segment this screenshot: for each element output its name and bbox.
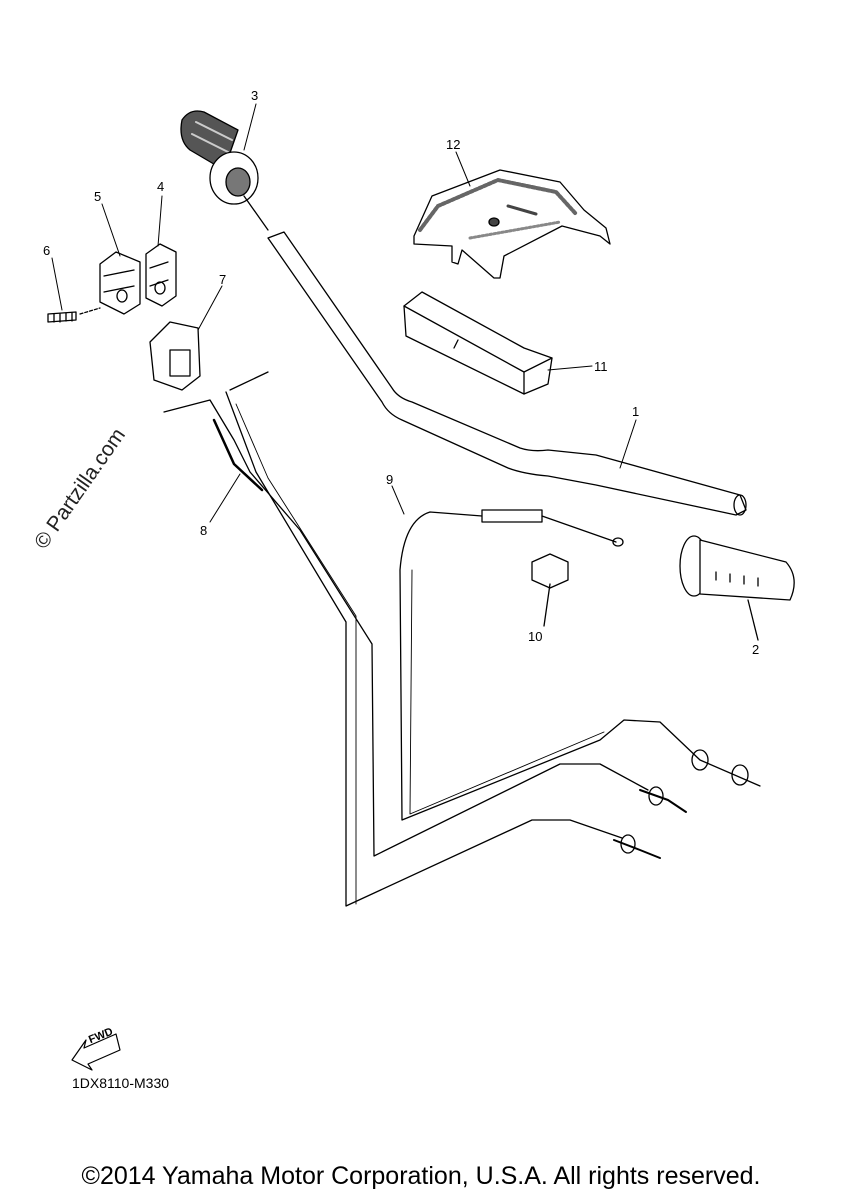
callout-10: 10 — [528, 629, 543, 644]
callout-8: 8 — [200, 523, 208, 538]
handlebar-pad-part-11 — [403, 291, 553, 395]
callout-7: 7 — [219, 272, 227, 287]
diagram-code: 1DX8110-M330 — [72, 1075, 170, 1091]
handlebar-cover-part-12 — [413, 169, 611, 279]
callout-4: 4 — [157, 179, 165, 194]
left-grip-part-2 — [679, 535, 795, 641]
fwd-arrow-icon — [71, 1033, 121, 1071]
bolt-part-6 — [47, 307, 101, 323]
cable-part-9 — [399, 509, 761, 821]
callout-11: 11 — [594, 359, 608, 374]
leader-lines — [51, 103, 637, 523]
holder-part-7 — [149, 321, 201, 391]
callout-2: 2 — [752, 642, 760, 657]
holder-part-4 — [145, 243, 177, 307]
throttle-cable-part-8 — [163, 371, 687, 907]
holder-part-5 — [99, 251, 141, 315]
callout-3: 3 — [251, 88, 259, 103]
adjuster-part-10 — [531, 553, 569, 627]
callout-9: 9 — [386, 472, 394, 487]
callout-6: 6 — [43, 243, 51, 258]
throttle-grip-part-3 — [180, 110, 269, 231]
handlebar-part-1 — [267, 231, 747, 516]
callout-1: 1 — [632, 404, 640, 419]
copyright-notice: ©2014 Yamaha Motor Corporation, U.S.A. A… — [81, 1162, 761, 1190]
callout-5: 5 — [94, 189, 102, 204]
callout-12: 12 — [446, 137, 461, 152]
